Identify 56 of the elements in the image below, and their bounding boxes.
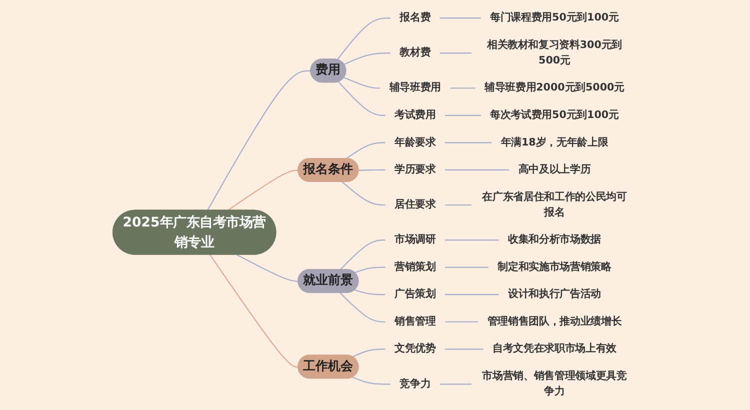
connector (439, 52, 472, 54)
node-text: 考试费用 (394, 109, 436, 121)
node-text: 辅导班费用 (389, 82, 441, 94)
node-text: 设计和执行广告活动 (508, 288, 601, 300)
connector (444, 266, 489, 268)
connector (352, 348, 386, 358)
node-text: 市场营销、销售管理领域更具竞争力 (482, 370, 627, 398)
connector (354, 266, 386, 274)
node-text: 居住要求 (394, 198, 436, 211)
connector (227, 170, 298, 211)
connector (444, 142, 492, 144)
connector (439, 18, 482, 19)
node-text: 年满18岁，无年龄上限 (500, 136, 608, 148)
connector (354, 289, 386, 296)
node-text: 制定和实施市场营销策略 (498, 261, 612, 273)
connector (342, 182, 386, 206)
connector (340, 292, 386, 322)
connector (352, 376, 391, 385)
node-text: 营销策划 (394, 261, 436, 273)
node-text: 管理销售团队，推动业绩增长 (487, 316, 622, 328)
node-text: 学历要求 (394, 164, 436, 176)
connector (444, 204, 472, 206)
node-text: 教材费 (400, 46, 431, 59)
node-text: 自考文凭在求职市场上有效 (492, 342, 616, 355)
connector (338, 82, 386, 116)
connector (444, 294, 500, 296)
node-text: 销售管理 (394, 316, 436, 328)
node-text: 每次考试费用50元到100元 (490, 109, 619, 121)
connector (439, 384, 472, 385)
node-text: 在广东省居住和工作的公民均可报名 (482, 190, 627, 218)
connector (340, 239, 386, 270)
node-text: 市场调研 (394, 234, 436, 246)
connector (346, 142, 386, 160)
connector (444, 114, 482, 116)
connector (344, 77, 380, 89)
node-text: 收集和分析市场数据 (508, 234, 601, 246)
node-text: 每门课程费用50元到100元 (490, 12, 619, 24)
node-text: 相关教材和复习资料300元到500元 (486, 39, 622, 66)
connector (444, 169, 510, 171)
connector (450, 88, 476, 89)
node-text: 竞争力 (400, 378, 431, 390)
node-text: 年龄要求 (394, 136, 436, 148)
node-text: 高中及以上学历 (518, 164, 591, 176)
connector (210, 254, 298, 368)
connector (206, 70, 311, 211)
connector (444, 239, 500, 241)
node-text: 广告策划 (394, 288, 436, 300)
connector (358, 169, 386, 171)
node-text: 报名费 (400, 12, 431, 24)
connector (344, 52, 391, 65)
connector (236, 254, 298, 282)
connector (444, 321, 479, 322)
connector (336, 18, 391, 60)
node-text: 辅导班费用2000元到5000元 (484, 82, 625, 94)
node-text: 文凭优势 (394, 342, 436, 355)
connector (444, 348, 484, 350)
